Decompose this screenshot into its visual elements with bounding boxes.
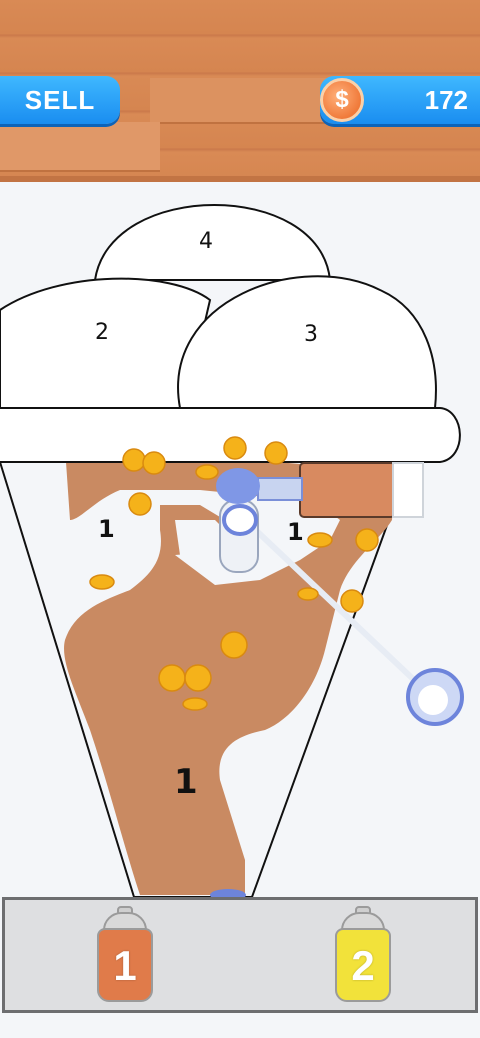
cone-rim <box>0 407 461 463</box>
paint-line <box>242 517 433 698</box>
coloring-canvas[interactable] <box>0 182 480 897</box>
coin <box>355 528 379 552</box>
scoop-number-3: 3 <box>304 322 318 347</box>
paint-nozzle <box>257 477 303 501</box>
cursor-marker <box>210 889 246 897</box>
can-body <box>335 928 391 1002</box>
sell-button[interactable]: SELL <box>0 76 120 124</box>
paint-tube <box>299 462 396 518</box>
region-number: 1 <box>287 518 304 546</box>
target-ring-center <box>418 685 448 715</box>
coin <box>182 697 208 711</box>
spray-can-2[interactable]: 2 <box>335 906 391 1006</box>
scoop-4 <box>93 204 332 281</box>
spray-ring <box>222 504 258 536</box>
coin-count: 172 <box>424 85 468 115</box>
spray-head-top <box>216 468 260 504</box>
coin <box>128 492 152 516</box>
coin <box>220 631 248 659</box>
scoop-3 <box>177 275 437 409</box>
wood-plank <box>0 122 160 172</box>
painted-area <box>64 454 396 895</box>
region-number: 1 <box>174 762 198 802</box>
scoop-2 <box>0 277 212 409</box>
coin <box>307 532 333 548</box>
can-label: 1 <box>113 942 137 989</box>
region-number: 1 <box>98 515 115 543</box>
coin <box>184 664 212 692</box>
coin <box>122 448 146 472</box>
coin <box>158 664 186 692</box>
coin <box>89 574 115 590</box>
paint-tube-cap <box>392 462 424 518</box>
coin <box>340 589 364 613</box>
coins <box>89 436 379 711</box>
paint-tray: 1 2 <box>2 897 478 1013</box>
coin <box>195 464 219 480</box>
coin <box>264 441 288 465</box>
scoop-number-2: 2 <box>95 320 109 345</box>
scoop-number-4: 4 <box>199 229 213 254</box>
can-body <box>97 928 153 1002</box>
cone-outline <box>0 461 411 897</box>
can-label: 2 <box>351 942 375 989</box>
coin <box>297 587 319 601</box>
coin-icon: $ <box>320 78 364 122</box>
spray-can-1[interactable]: 1 <box>97 906 153 1006</box>
coin-counter: $ 172 <box>320 76 480 124</box>
coin <box>223 436 247 460</box>
coin <box>142 451 166 475</box>
